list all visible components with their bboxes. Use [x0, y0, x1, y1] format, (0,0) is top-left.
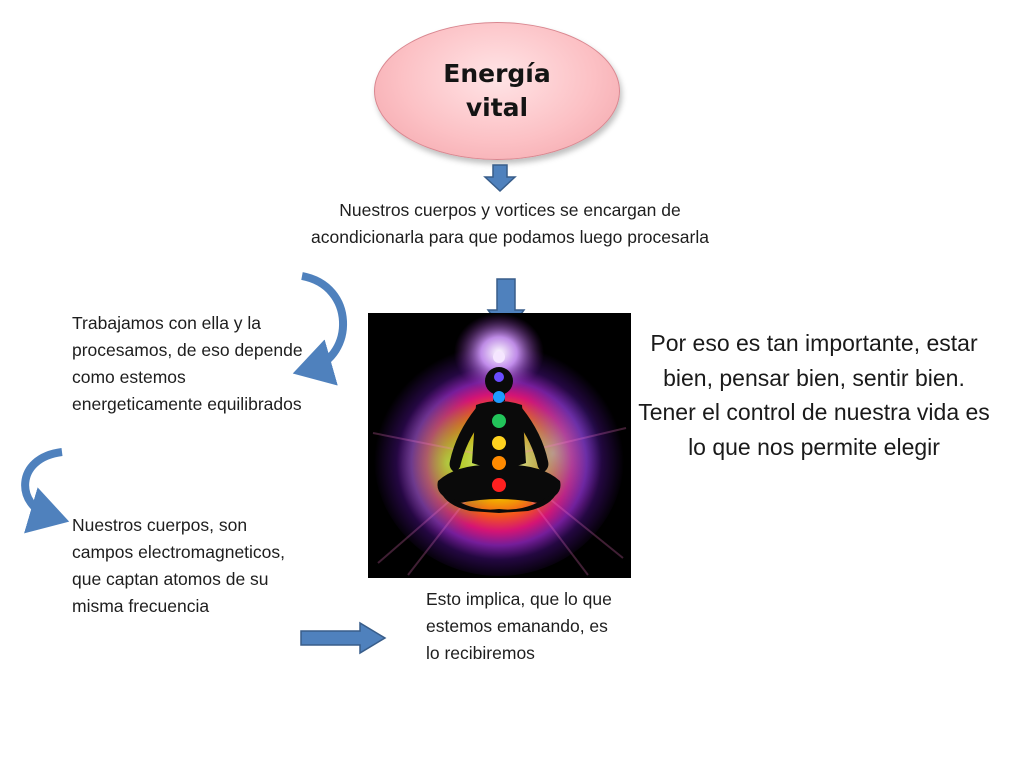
meditation-icon [368, 313, 631, 578]
meditation-image [368, 313, 631, 578]
text-procesamos: Trabajamos con ella y la procesamos, de … [72, 313, 303, 414]
right-arrow [300, 621, 387, 655]
text-campos: Nuestros cuerpos, son campos electromagn… [72, 515, 286, 616]
down-arrow-title [483, 164, 517, 193]
title-bubble: Energía vital [374, 22, 620, 160]
text-emanando: Esto implica, que lo que estemos emanand… [426, 589, 612, 663]
text-importante: Por eso es tan importante, estar bien, p… [634, 326, 994, 464]
text-importante-content: Por eso es tan importante, estar bien, p… [638, 330, 990, 460]
text-vortices: Nuestros cuerpos y vortices se encargan … [311, 200, 709, 247]
curved-arrow-left [21, 448, 70, 534]
diagram-title: Energía vital [443, 59, 551, 122]
curved-arrow-right [292, 272, 348, 386]
